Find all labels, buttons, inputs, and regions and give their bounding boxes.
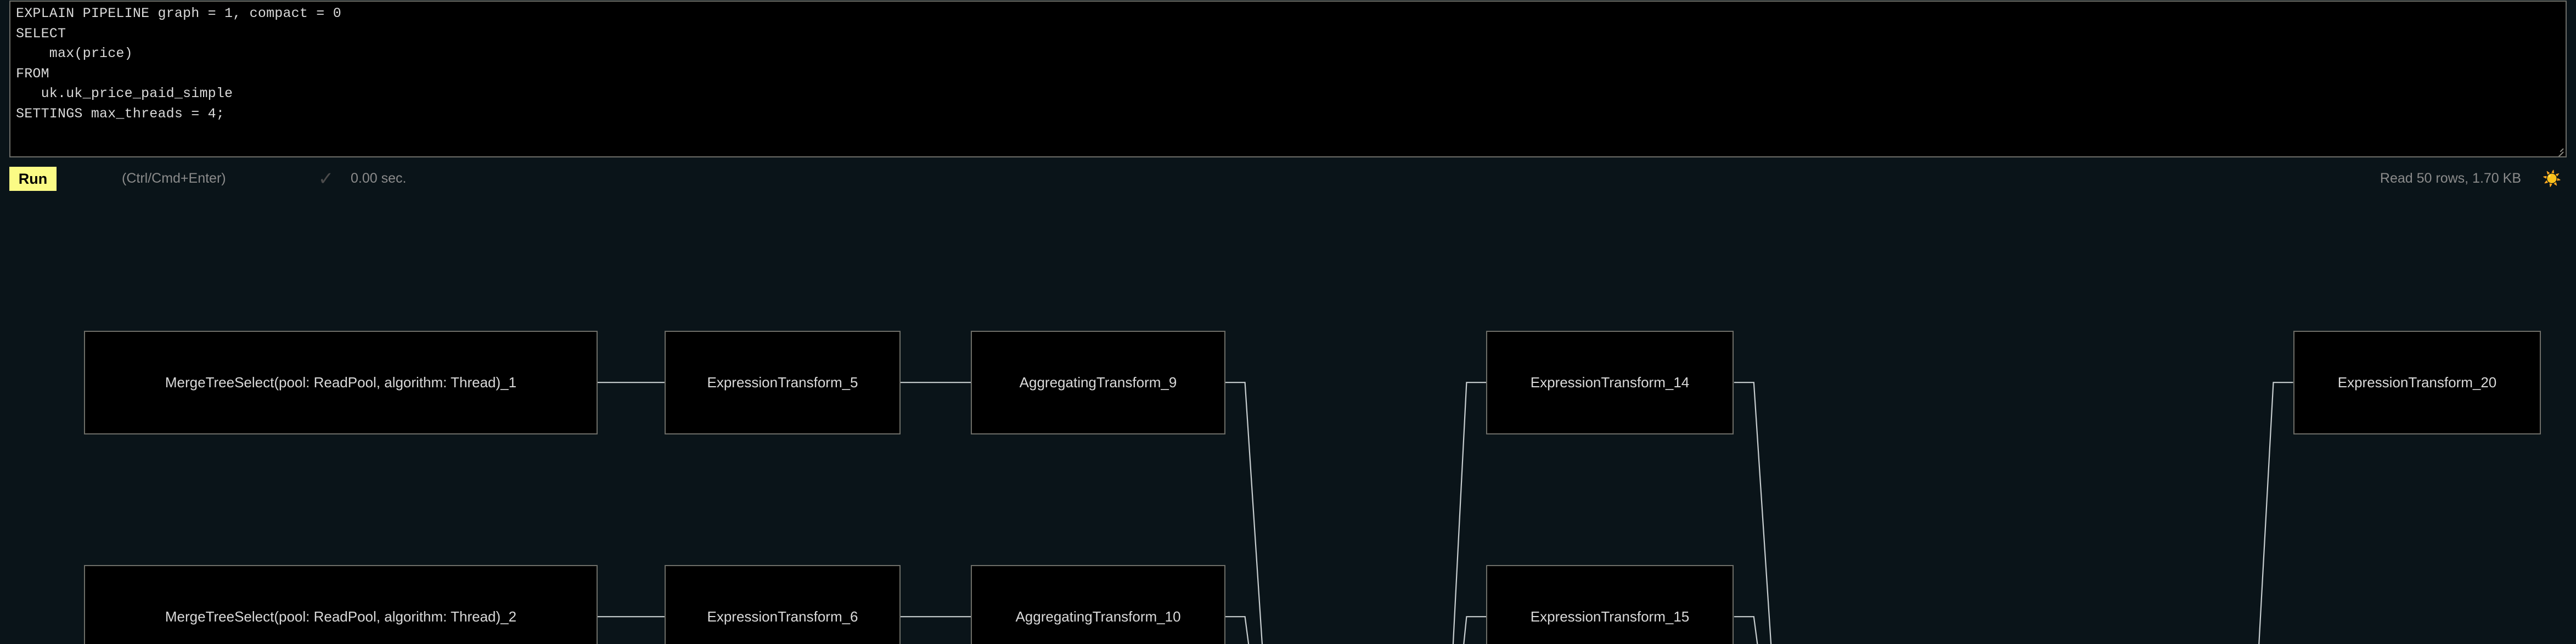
graph-node-n20[interactable]: ExpressionTransform_20 [2293, 331, 2541, 434]
run-shortcut-hint: (Ctrl/Cmd+Enter) [122, 171, 226, 186]
sql-editor[interactable]: EXPLAIN PIPELINE graph = 1, compact = 0 … [9, 1, 2567, 157]
graph-node-n2[interactable]: MergeTreeSelect(pool: ReadPool, algorith… [84, 565, 598, 644]
graph-edge-n9-n13 [1225, 382, 1263, 644]
graph-node-n5[interactable]: ExpressionTransform_5 [665, 331, 901, 434]
graph-edge-n10-n13 [1225, 616, 1250, 644]
pipeline-graph-edges [597, 382, 2293, 644]
graph-edge-n15-n18 [1734, 616, 1758, 644]
graph-edge-n13-n14 [1452, 382, 1487, 644]
run-button[interactable]: Run [9, 167, 57, 191]
graph-node-n10[interactable]: AggregatingTransform_10 [971, 565, 1225, 644]
elapsed-time: 0.00 sec. [351, 171, 407, 186]
sun-icon[interactable]: ☀️ [2542, 170, 2562, 187]
graph-node-n14[interactable]: ExpressionTransform_14 [1486, 331, 1734, 434]
checkmark-icon: ✓ [318, 168, 334, 189]
pipeline-graph: MergeTreeSelect(pool: ReadPool, algorith… [0, 208, 2576, 644]
editor-resize-handle-icon[interactable] [2552, 143, 2564, 156]
graph-edge-n14-n18 [1734, 382, 1772, 644]
graph-node-n1[interactable]: MergeTreeSelect(pool: ReadPool, algorith… [84, 331, 598, 434]
graph-node-n6[interactable]: ExpressionTransform_6 [665, 565, 901, 644]
graph-edge-n19-n20 [2258, 382, 2293, 644]
graph-edge-n13-n15 [1463, 616, 1487, 644]
graph-node-n15[interactable]: ExpressionTransform_15 [1486, 565, 1734, 644]
sql-editor-text[interactable]: EXPLAIN PIPELINE graph = 1, compact = 0 … [16, 5, 341, 122]
graph-node-n9[interactable]: AggregatingTransform_9 [971, 331, 1225, 434]
read-stats: Read 50 rows, 1.70 KB [2380, 171, 2521, 186]
query-toolbar: Run (Ctrl/Cmd+Enter) ✓ 0.00 sec. Read 50… [0, 165, 2576, 193]
